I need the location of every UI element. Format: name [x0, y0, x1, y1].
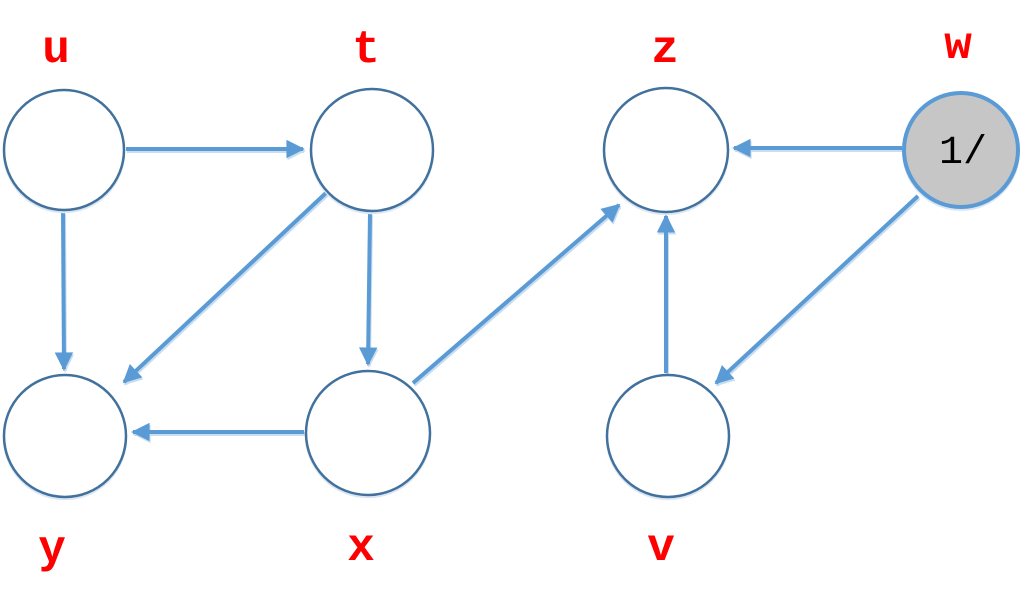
- node-y-label: y: [38, 524, 66, 576]
- node-layer: [2, 86, 1020, 499]
- label-layer: u t z 1/w y x v: [38, 20, 987, 576]
- node-t-circle: [309, 87, 435, 213]
- node-w-inner-text: 1/: [939, 131, 987, 176]
- node-x-label: x: [347, 522, 375, 574]
- node-u-label: u: [42, 24, 70, 76]
- node-v-circle: [605, 373, 731, 499]
- edge-u-to-y: [54, 211, 74, 371]
- node-w-circle: [902, 91, 1020, 209]
- edge-t-to-x: [359, 212, 378, 366]
- node-z-label: z: [651, 24, 679, 76]
- node-t-label: t: [352, 24, 380, 76]
- edge-w-to-v: [714, 194, 920, 385]
- node-x-circle: [304, 369, 432, 497]
- node-z-circle: [602, 86, 730, 214]
- edge-t-to-y: [122, 190, 329, 384]
- node-u-circle: [2, 88, 126, 212]
- edge-x-to-z: [411, 203, 621, 385]
- node-y-circle: [2, 373, 128, 499]
- node-w-label: w: [944, 20, 972, 72]
- edge-layer: [54, 138, 920, 442]
- node-v-label: v: [647, 522, 675, 574]
